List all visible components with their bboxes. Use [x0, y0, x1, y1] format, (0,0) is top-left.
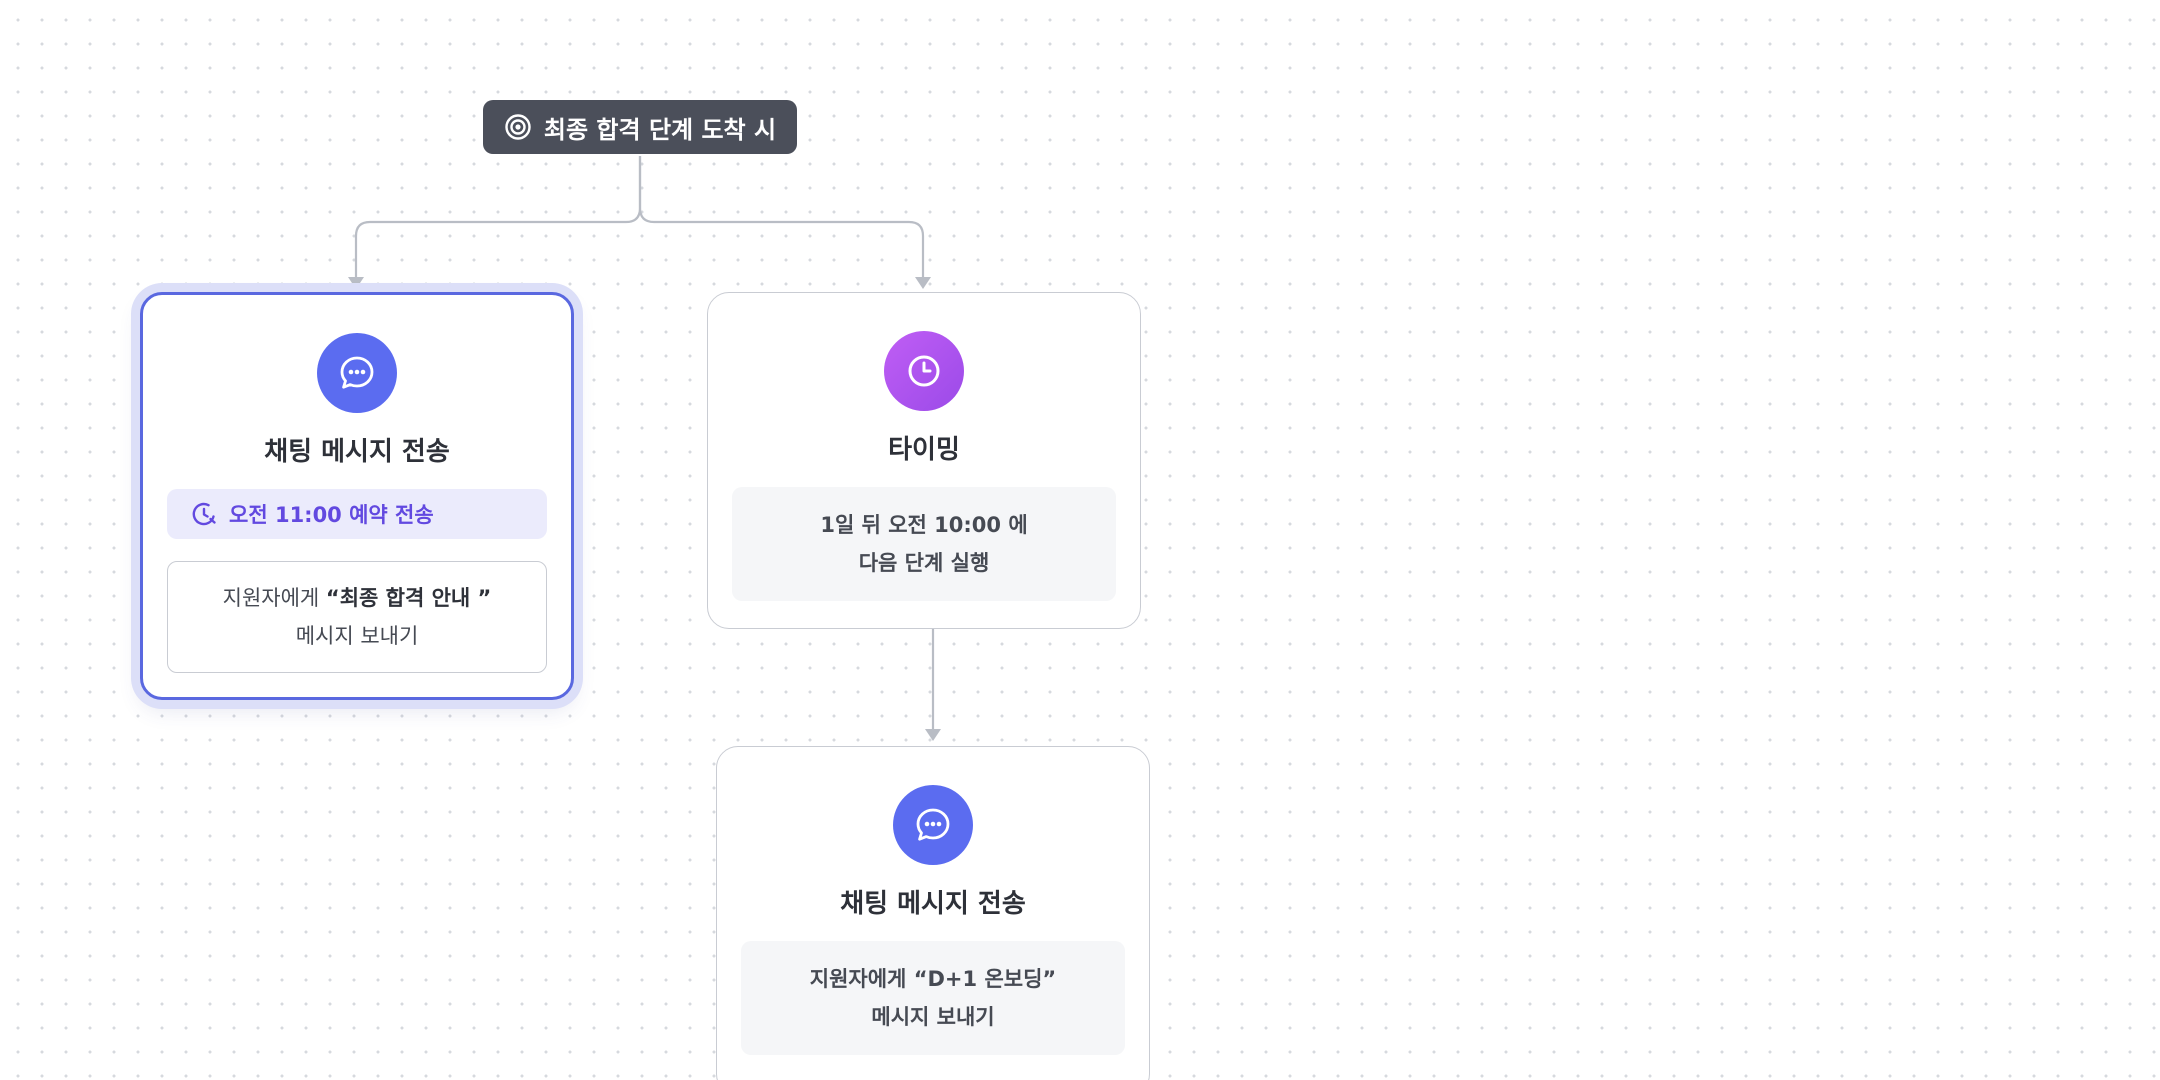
chat-bubble-icon — [893, 785, 973, 865]
message-name: “최종 합격 안내 ” — [325, 586, 492, 610]
edge-trigger-to-chat — [354, 156, 642, 281]
edge-arrow-chat2 — [925, 729, 941, 741]
clock-schedule-icon — [191, 501, 217, 527]
timing-line-1: 1일 뒤 오전 10:00 에 — [820, 513, 1028, 537]
trigger-label: 최종 합격 단계 도착 시 — [543, 115, 777, 144]
schedule-badge: 오전 11:00 예약 전송 — [167, 489, 547, 539]
node-title: 타이밍 — [888, 435, 960, 465]
message-line-2: 메시지 보내기 — [871, 1005, 995, 1029]
node-title: 채팅 메시지 전송 — [840, 889, 1026, 919]
chat-bubble-icon — [317, 333, 397, 413]
message-prefix: 지원자에게 — [222, 586, 326, 610]
trigger-node[interactable]: 최종 합격 단계 도착 시 — [483, 100, 797, 154]
node-title: 채팅 메시지 전송 — [264, 437, 450, 467]
timing-detail-box: 1일 뒤 오전 10:00 에 다음 단계 실행 — [732, 487, 1116, 601]
message-line-2: 메시지 보내기 — [295, 624, 419, 648]
message-box: 지원자에게 “D+1 온보딩” 메시지 보내기 — [741, 941, 1125, 1055]
chat-message-node[interactable]: 채팅 메시지 전송 오전 11:00 예약 전송 지원자에게 “최종 합격 안내… — [140, 292, 574, 700]
timing-node[interactable]: 타이밍 1일 뒤 오전 10:00 에 다음 단계 실행 — [707, 292, 1141, 629]
message-line-1: 지원자에게 “D+1 온보딩” — [809, 967, 1057, 991]
target-icon — [504, 113, 532, 141]
edge-trigger-to-timing — [638, 156, 925, 281]
schedule-text: 오전 11:00 예약 전송 — [229, 503, 434, 527]
timing-line-2: 다음 단계 실행 — [858, 551, 990, 575]
clock-icon — [884, 331, 964, 411]
chat-message-node-2[interactable]: 채팅 메시지 전송 지원자에게 “D+1 온보딩” 메시지 보내기 — [716, 746, 1150, 1080]
edge-arrow-timing — [915, 277, 931, 289]
message-line-1: 지원자에게 “최종 합격 안내 ” — [223, 579, 492, 617]
message-box: 지원자에게 “최종 합격 안내 ” 메시지 보내기 — [167, 561, 547, 673]
edge-arrow-chat — [348, 277, 364, 289]
